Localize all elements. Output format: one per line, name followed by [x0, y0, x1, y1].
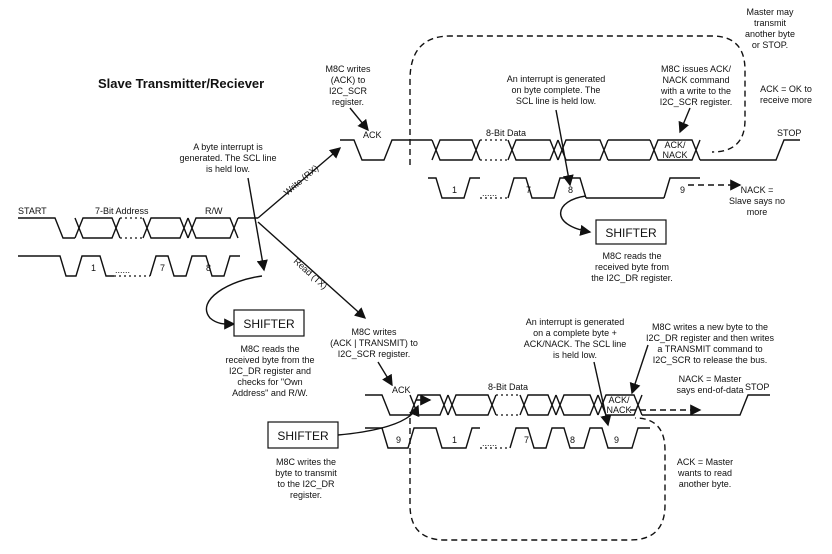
m8c-ack-arrow	[349, 107, 369, 132]
shifter-label-tx: SHIFTER	[277, 429, 329, 443]
rx-dots: ......	[482, 188, 497, 198]
tx-scl-waveform	[365, 427, 650, 449]
addr-shifter-curve	[205, 275, 263, 330]
tx-shifter-curve	[337, 404, 420, 436]
tx-dashed-loop	[409, 394, 702, 541]
read-tx-label: Read (TX)	[292, 256, 330, 291]
tx-bit-9a: 9	[396, 435, 401, 445]
rx-sda-waveform	[340, 139, 800, 161]
bit-1-label: 1	[91, 263, 96, 273]
rx-scl-waveform	[428, 177, 700, 199]
tx-dots: ......	[482, 438, 497, 448]
rx-bit-1: 1	[452, 185, 457, 195]
shifter-label-address: SHIFTER	[243, 317, 295, 331]
tx-data8-label: 8-Bit Data	[488, 382, 528, 392]
byte-interrupt-arrow	[247, 177, 268, 272]
tx-bit-9b: 9	[614, 435, 619, 445]
tx-ack-nack-label: ACK/NACK	[606, 395, 631, 415]
diagram-title: Slave Transmitter/Reciever	[98, 76, 264, 91]
int-complete-ack-arrow	[593, 361, 612, 427]
rw-label: R/W	[205, 206, 223, 216]
read-branch-arrow	[257, 221, 367, 319]
bit-8-label: 8	[206, 263, 211, 273]
rx-ack-label: ACK	[363, 130, 382, 140]
shifter-box-rx	[595, 219, 667, 245]
rx-bit-9: 9	[680, 185, 685, 195]
tx-stop-label: STOP	[745, 382, 769, 392]
shifter-box-tx	[267, 421, 339, 449]
rx-bit-8: 8	[568, 185, 573, 195]
rx-data8-label: 8-Bit Data	[486, 128, 526, 138]
write-branch-arrow	[257, 147, 342, 219]
address-scl-waveform	[18, 255, 240, 277]
rx-stop-label: STOP	[777, 128, 801, 138]
tx-sda-waveform	[365, 394, 770, 416]
write-rx-label: Write (RX)	[282, 163, 320, 198]
rx-ack-nack-label: ACK/NACK	[662, 140, 687, 160]
dots-label: ......	[115, 265, 130, 275]
rx-dashed-loop	[409, 35, 746, 191]
interrupt-byte-complete-arrow	[555, 109, 574, 187]
m8c-ack-transmit-arrow	[377, 361, 393, 387]
tx-bit-8: 8	[570, 435, 575, 445]
start-label: START	[18, 206, 47, 216]
rx-shifter-curve	[559, 195, 592, 236]
tx-bit-7: 7	[524, 435, 529, 445]
shifter-label-rx: SHIFTER	[605, 226, 657, 240]
m8c-new-byte-arrow	[629, 344, 649, 395]
m8c-issues-arrow	[678, 107, 691, 134]
rx-bit-7: 7	[526, 185, 531, 195]
bit-7-label: 7	[160, 263, 165, 273]
tx-ack-label: ACK	[392, 385, 411, 395]
address-sda-waveform	[18, 217, 258, 239]
address-label: 7-Bit Address	[95, 206, 149, 216]
shifter-box-address	[233, 309, 305, 337]
tx-bit-1: 1	[452, 435, 457, 445]
